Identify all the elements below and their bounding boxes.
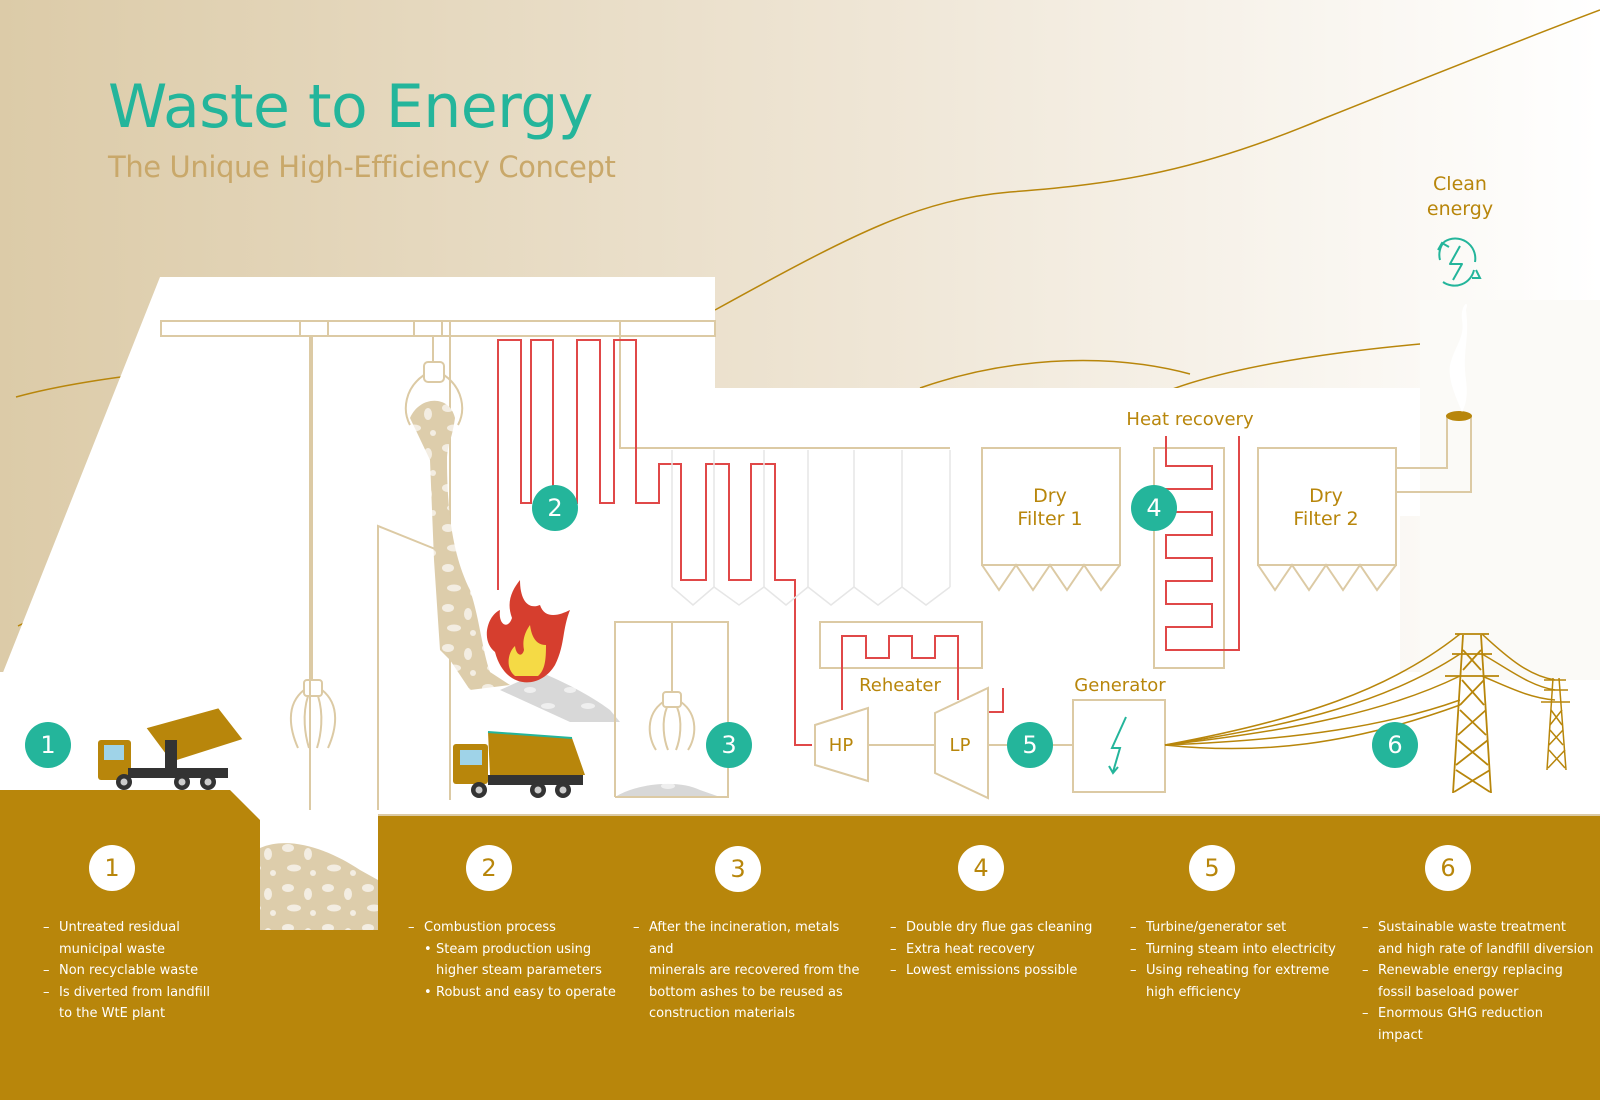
power-lines	[1164, 633, 1556, 750]
marker-6: 6	[1372, 722, 1418, 768]
smoke-plume	[1449, 303, 1468, 412]
lp-turbine	[934, 686, 989, 800]
marker-2: 2	[532, 485, 578, 531]
hill-line	[919, 359, 1191, 389]
step-4-description: Double dry flue gas cleaning Extra heat …	[890, 917, 1110, 982]
heat-recovery-unit	[1153, 447, 1225, 669]
list-item: After the incineration, metals and miner…	[633, 917, 863, 1025]
waste-feed	[410, 400, 510, 690]
page-subtitle: The Unique High-Efficiency Concept	[108, 150, 616, 184]
crane-rail	[160, 320, 716, 337]
ash-flow	[500, 672, 620, 722]
feed-hopper	[377, 524, 451, 810]
reheater-unit	[819, 621, 983, 669]
ash-pile	[615, 783, 720, 797]
dry-filter-1-label: Dry Filter 1	[1017, 485, 1083, 530]
list-subitem: Robust and easy to operate	[408, 982, 618, 1004]
step-badge-4: 4	[958, 845, 1004, 891]
step-badge-2: 2	[466, 845, 512, 891]
generator-unit	[1072, 699, 1166, 793]
dry-filter-2-label: Dry Filter 2	[1293, 485, 1359, 530]
list-item: Turning steam into electricity	[1130, 939, 1350, 961]
economizer-hoppers	[671, 450, 951, 606]
reheater-coil	[841, 635, 959, 710]
marker-5: 5	[1007, 722, 1053, 768]
fire-icon	[486, 580, 570, 683]
dump-truck-loaded	[453, 731, 585, 798]
marker-3: 3	[706, 722, 752, 768]
step-badge-1: 1	[89, 845, 135, 891]
list-item: Extra heat recovery	[890, 939, 1110, 961]
boiler-tubes	[497, 339, 682, 590]
list-item: Turbine/generator set	[1130, 917, 1350, 939]
lp-label: LP	[949, 735, 971, 756]
list-item: Combustion process	[408, 917, 618, 939]
list-item: Double dry flue gas cleaning	[890, 917, 1110, 939]
heat-recovery-coil	[1165, 436, 1240, 651]
step-5-description: Turbine/generator set Turning steam into…	[1130, 917, 1350, 1003]
step-badge-3: 3	[715, 846, 761, 892]
stack-outlet	[1446, 411, 1472, 421]
transmission-tower-large	[1445, 633, 1499, 794]
renewable-energy-icon	[1437, 237, 1482, 287]
marker-4: 4	[1131, 485, 1177, 531]
crane-grab-left	[289, 336, 337, 749]
step-badge-6: 6	[1425, 845, 1471, 891]
clean-energy-label: Clean energy	[1426, 173, 1494, 220]
lightning-icon	[1110, 716, 1127, 773]
waste-pile	[260, 843, 378, 930]
hill-line	[714, 9, 1600, 311]
page-title: Waste to Energy	[108, 72, 593, 142]
heat-recovery-label: Heat recovery	[1126, 409, 1254, 430]
crane-grab-right	[648, 622, 696, 751]
list-item: Lowest emissions possible	[890, 960, 1110, 982]
step-badge-5: 5	[1189, 845, 1235, 891]
marker-1: 1	[25, 722, 71, 768]
building-silhouette	[0, 277, 1420, 680]
hp-label: HP	[828, 735, 854, 756]
crane-grab-middle	[404, 336, 464, 426]
step-2-description: Combustion process Steam production usin…	[408, 917, 618, 1003]
list-item: Non recyclable waste	[43, 960, 253, 982]
dump-truck-tipping	[98, 708, 243, 790]
transmission-tower-small	[1541, 677, 1570, 771]
reheater-label: Reheater	[859, 675, 941, 696]
generator-label: Generator	[1074, 675, 1166, 696]
step-3-description: After the incineration, metals and miner…	[633, 917, 863, 1025]
hp-turbine	[814, 706, 869, 783]
